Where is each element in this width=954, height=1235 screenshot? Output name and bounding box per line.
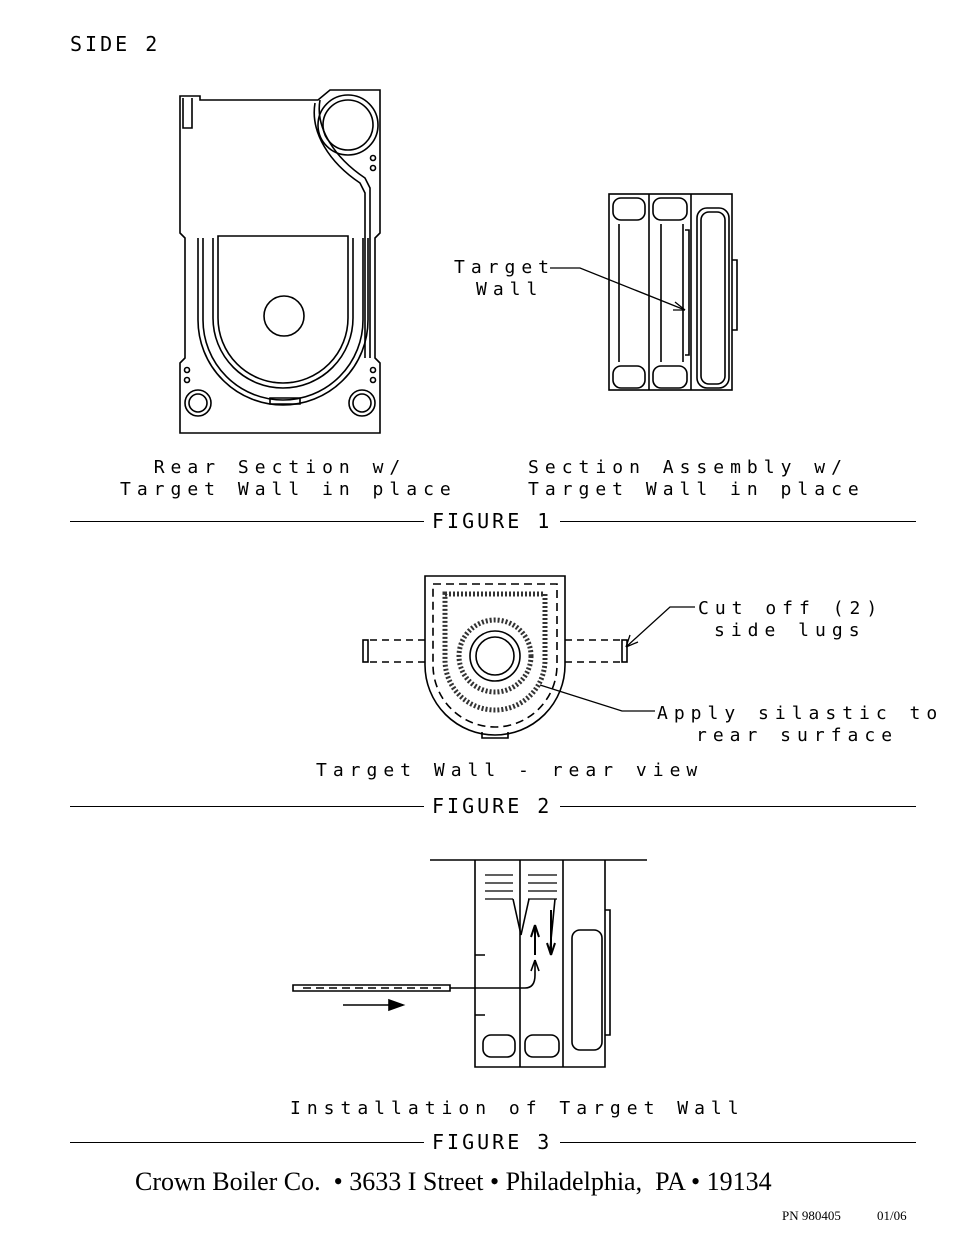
revision-date: 01/06 [877,1208,907,1223]
section-assembly-caption-line1: Section Assembly w/ [528,457,848,478]
part-number: PN 980405 [782,1208,841,1223]
side-label: SIDE 2 [70,32,161,56]
target-wall-rear-view-drawing [362,575,628,739]
installation-drawing [292,859,647,1068]
cut-lugs-callout-line2: side lugs [714,620,866,641]
company-address: Crown Boiler Co. • 3633 I Street • Phila… [135,1167,772,1196]
figure1-label: FIGURE 1 [424,510,561,532]
installation-caption: Installation of Target Wall [290,1098,745,1119]
silastic-callout-line2: rear surface [696,725,899,746]
target-wall-callout-line2: Wall [476,279,544,300]
target-wall-rear-view-caption: Target Wall - rear view [316,760,704,781]
target-wall-leader [550,267,686,311]
target-wall-callout-line1: Target [454,257,556,278]
figure2-label: FIGURE 2 [424,795,561,817]
figure3-label: FIGURE 3 [424,1131,561,1153]
section-assembly-caption-line2: Target Wall in place [528,479,865,500]
section-assembly-drawing [608,193,738,391]
silastic-callout-line1: Apply silastic to [657,703,944,724]
rear-section-caption-line2: Target Wall in place [120,479,457,500]
figure2-leaders [539,606,695,712]
cut-lugs-callout-line1: Cut off (2) [698,598,884,619]
rear-section-caption-line1: Rear Section w/ [153,457,407,478]
rear-section-drawing [179,89,381,434]
